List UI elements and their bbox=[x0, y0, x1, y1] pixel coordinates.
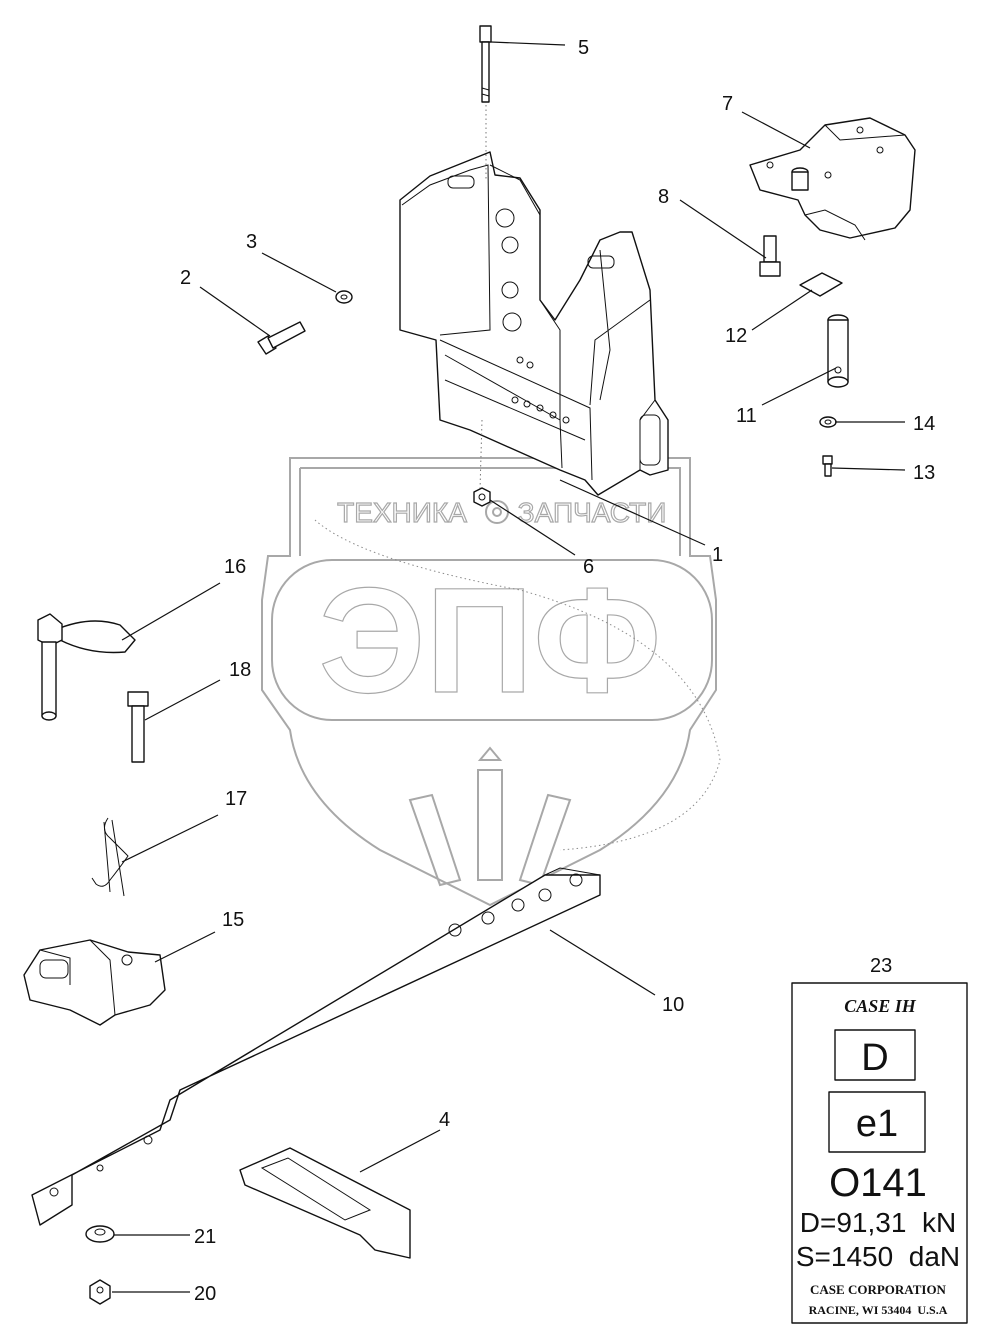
part-5-long-bolt bbox=[479, 25, 492, 103]
callout-8: 8 bbox=[658, 186, 669, 208]
part-11-pin bbox=[827, 314, 849, 388]
callout-5: 5 bbox=[578, 37, 589, 59]
part-6-nut bbox=[473, 487, 491, 507]
part-14-washer bbox=[819, 416, 837, 428]
part-20-nut bbox=[89, 1279, 111, 1305]
callout-12: 12 bbox=[725, 325, 747, 347]
callout-14: 14 bbox=[913, 413, 935, 435]
part-8-bolt bbox=[759, 235, 781, 277]
callout-10: 10 bbox=[662, 994, 684, 1016]
part-10-drawbar bbox=[31, 867, 601, 1226]
callout-6: 6 bbox=[583, 556, 594, 578]
part-3-washer bbox=[335, 290, 353, 304]
part-21-washer bbox=[85, 1225, 115, 1243]
callout-18: 18 bbox=[229, 659, 251, 681]
watermark-logo: ТЕХНИКА ЗАПЧАСТИ ЭПФ bbox=[261, 457, 721, 907]
callout-20: 20 bbox=[194, 1283, 216, 1305]
callout-4: 4 bbox=[439, 1109, 450, 1131]
watermark-logo-text: ЭПФ bbox=[319, 556, 662, 724]
plate-brand: CASE IH bbox=[844, 996, 917, 1016]
plate-s-value: S=1450 daN bbox=[796, 1241, 960, 1272]
plate-d-value: D=91,31 kN bbox=[800, 1207, 956, 1238]
part-2-bolt bbox=[257, 321, 306, 355]
callout-11: 11 bbox=[736, 405, 757, 427]
callout-3: 3 bbox=[246, 231, 257, 253]
part-17-spring-clip bbox=[91, 817, 129, 897]
watermark-wheat-icon bbox=[408, 746, 572, 887]
callout-labels: 5 7 8 3 2 12 11 14 13 1 6 16 18 17 15 23… bbox=[180, 37, 935, 1305]
plate-maker-line2: RACINE, WI 53404 U.S.A bbox=[809, 1303, 948, 1317]
callout-7: 7 bbox=[722, 93, 733, 115]
part-7-bracket bbox=[749, 117, 916, 241]
callout-16: 16 bbox=[224, 556, 246, 578]
callout-21: 21 bbox=[194, 1226, 216, 1248]
callout-13: 13 bbox=[913, 462, 935, 484]
plate-class-letter: D bbox=[861, 1037, 888, 1079]
callout-1: 1 bbox=[712, 544, 723, 566]
callout-15: 15 bbox=[222, 909, 244, 931]
watermark-right-word: ЗАПЧАСТИ bbox=[518, 497, 667, 528]
watermark-left-word: ТЕХНИКА bbox=[337, 497, 467, 528]
part-1-hitch-frame bbox=[399, 151, 669, 496]
plate-maker-line1: CASE CORPORATION bbox=[810, 1282, 947, 1297]
leader-lines bbox=[112, 41, 906, 1293]
part-4-slotted-plate bbox=[239, 1147, 411, 1259]
callout-23: 23 bbox=[870, 955, 892, 977]
part-18-bolt bbox=[127, 691, 149, 763]
part-16-lynch-pin bbox=[37, 613, 136, 721]
plate-approval-mark: e1 bbox=[856, 1103, 898, 1145]
part-23-rating-plate: CASE IH D e1 O141 D=91,31 kN S=1450 daN … bbox=[791, 982, 968, 1324]
part-13-screw bbox=[822, 455, 833, 477]
part-12-plate bbox=[799, 272, 843, 297]
callout-2: 2 bbox=[180, 267, 191, 289]
part-15-hook bbox=[23, 939, 166, 1026]
callout-17: 17 bbox=[225, 788, 247, 810]
plate-approval-number: O141 bbox=[829, 1161, 927, 1205]
